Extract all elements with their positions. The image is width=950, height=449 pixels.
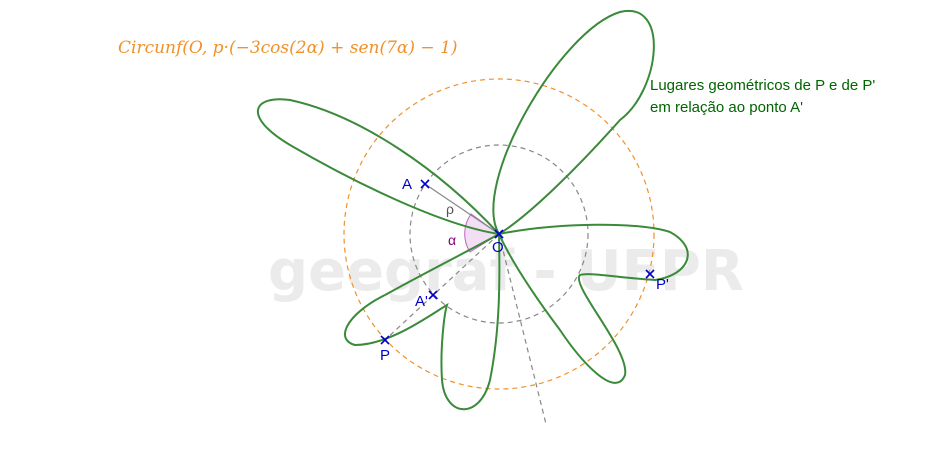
caption-line-2: em relação ao ponto A' — [650, 99, 803, 116]
point-p-prime-marker[interactable] — [645, 269, 655, 279]
label-a-prime: A' — [415, 293, 428, 310]
label-rho: ρ — [446, 201, 454, 217]
point-a-marker[interactable] — [420, 179, 430, 189]
segment-o-a — [424, 183, 500, 235]
label-p-prime: P' — [656, 276, 669, 293]
inner-circle — [409, 144, 589, 324]
ray-o-p — [384, 233, 500, 341]
outer-circle — [343, 78, 655, 390]
dashed-ray-down — [498, 233, 547, 425]
caption-line-1: Lugares geométricos de P e de P' — [650, 77, 875, 94]
point-p-marker[interactable] — [380, 335, 390, 345]
label-o: O — [492, 239, 504, 256]
label-p: P — [380, 347, 390, 364]
locus-curve — [256, 9, 689, 411]
label-alpha: α — [448, 232, 456, 248]
point-a-prime-marker[interactable] — [428, 290, 438, 300]
label-a: A — [402, 176, 412, 193]
formula-text: Circunf(O, p·(−3cos(2α) + sen(7α) − 1) — [118, 38, 458, 58]
point-o-marker[interactable] — [494, 229, 504, 239]
